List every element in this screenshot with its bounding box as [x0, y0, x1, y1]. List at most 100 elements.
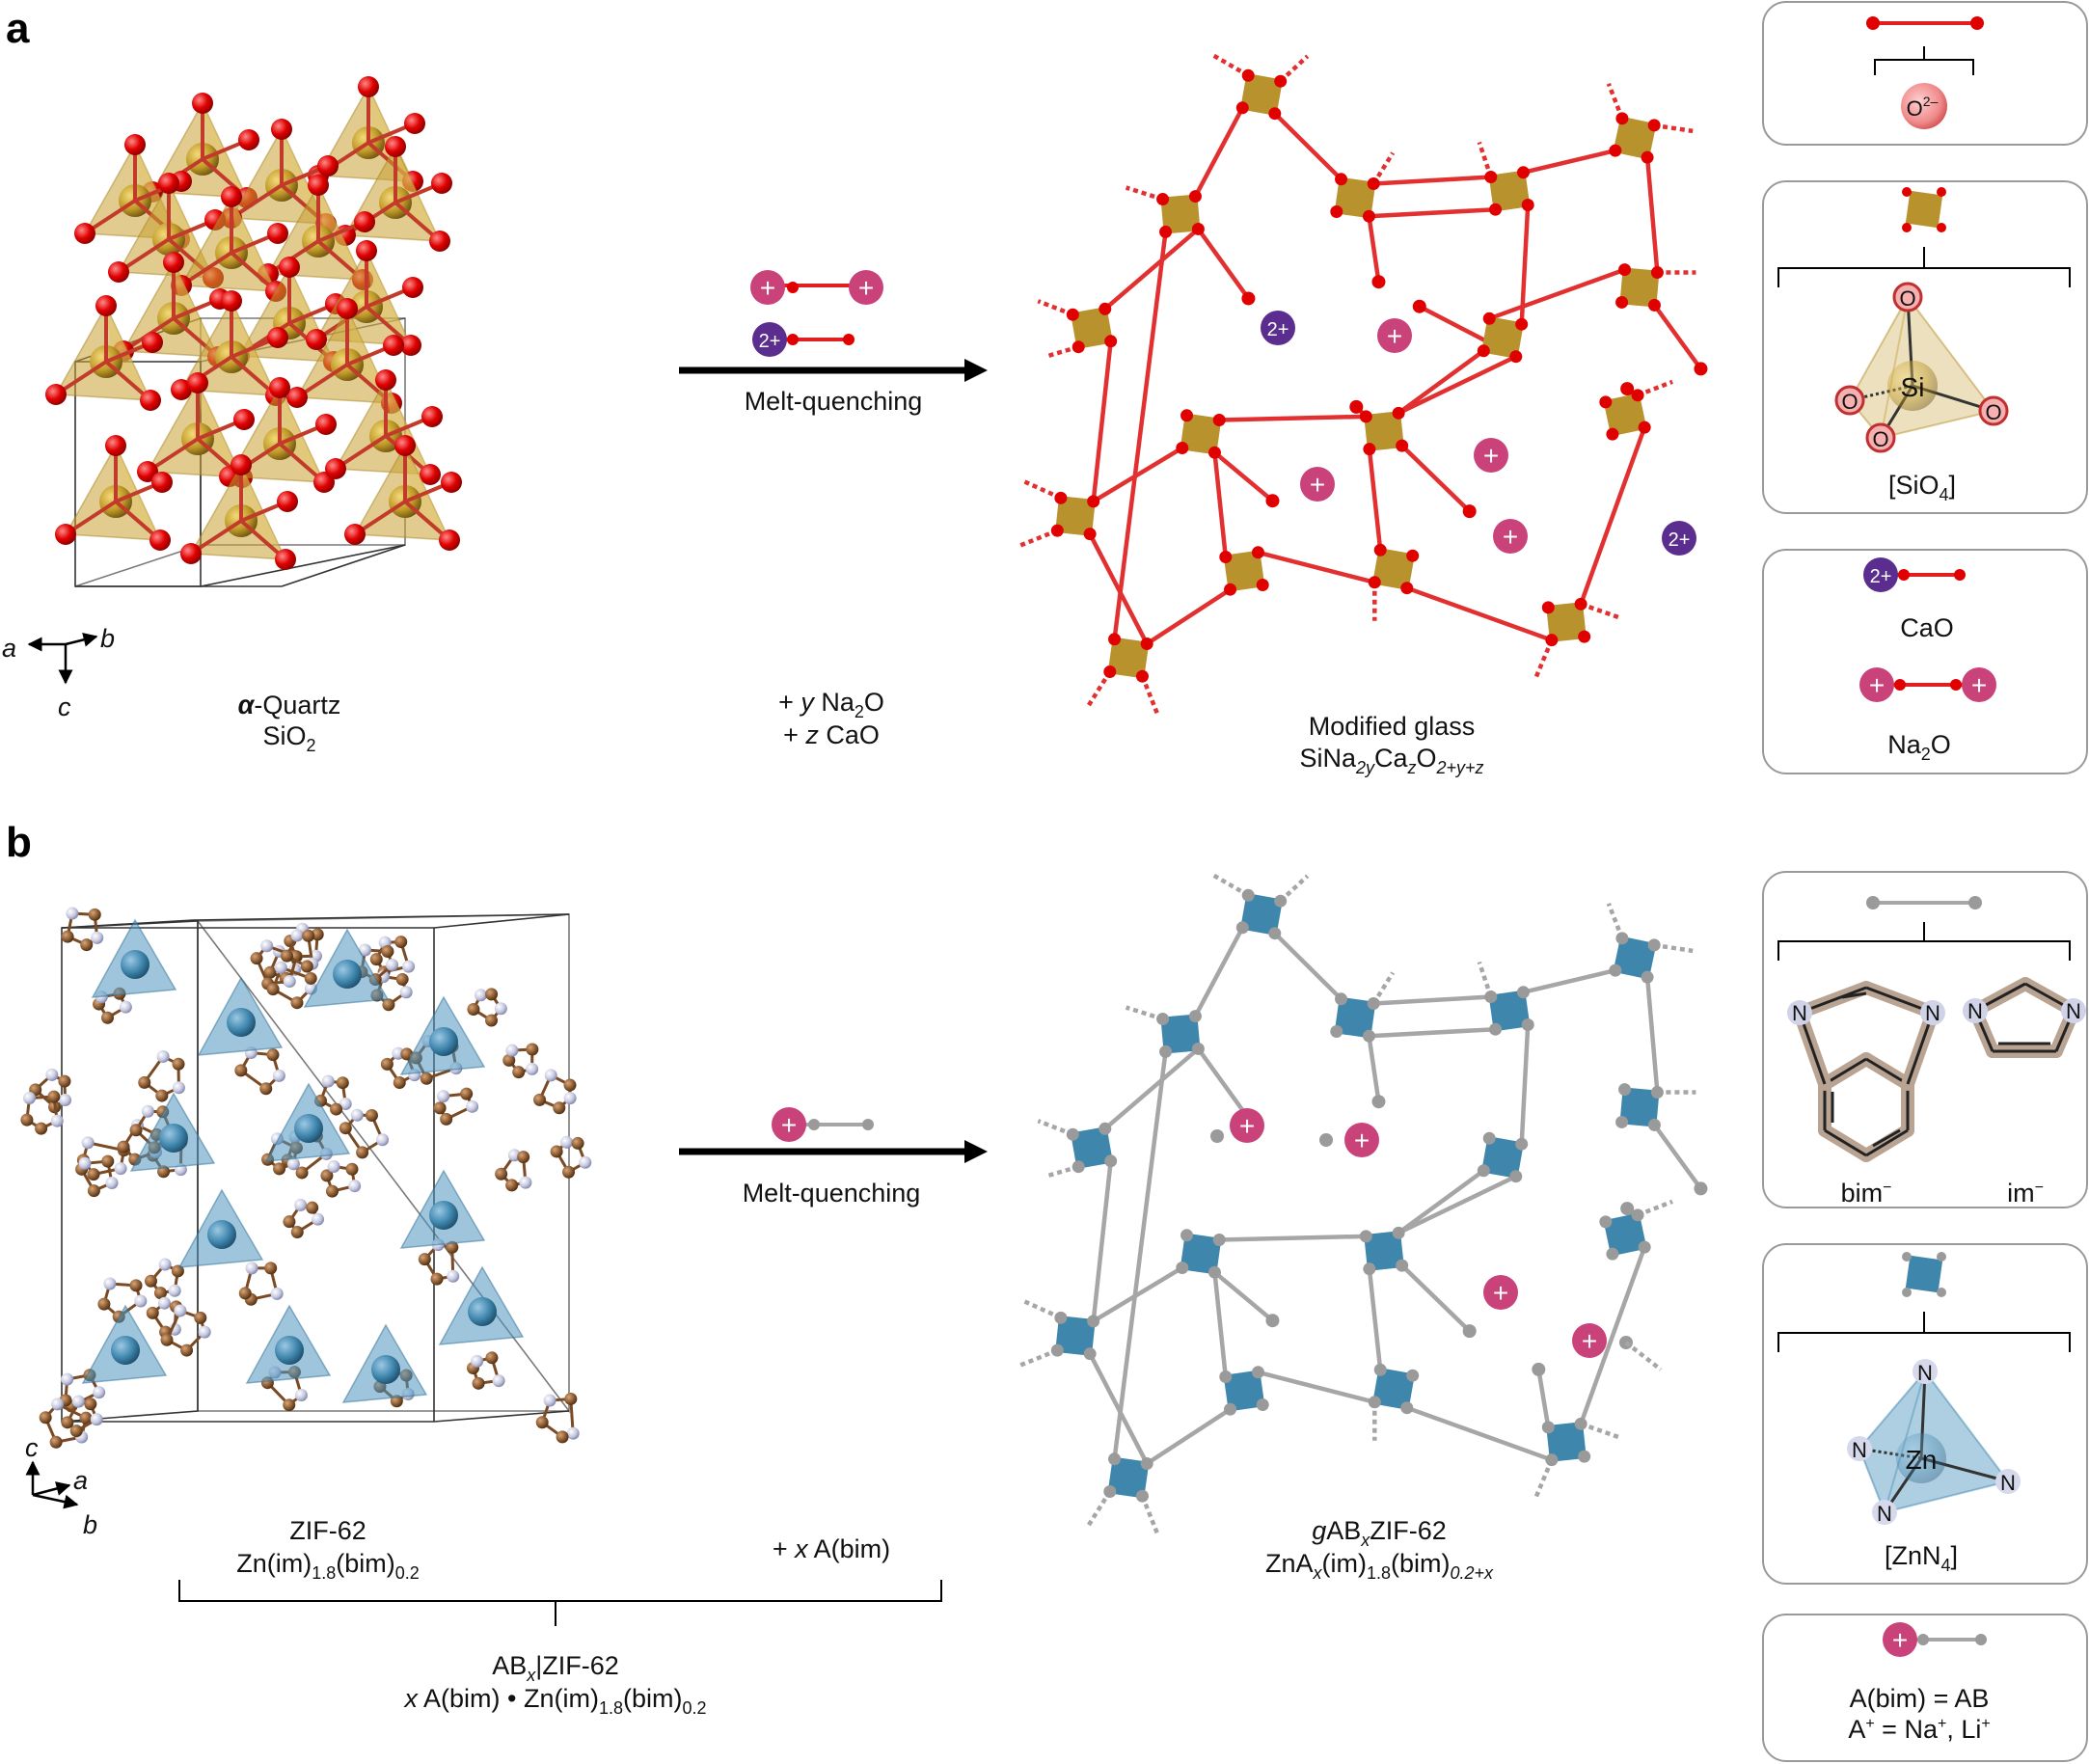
quartz-formula: SiO2 [262, 721, 315, 755]
terminal-bond [1652, 1124, 1703, 1190]
dangling-bond [1020, 1298, 1062, 1320]
network-node [1070, 306, 1114, 350]
nitrogen-label: N [2066, 999, 2081, 1023]
network-node [1239, 892, 1284, 936]
ion-charge: + [1310, 470, 1325, 500]
carbon-atom [87, 1168, 100, 1181]
bridging-atom [1066, 308, 1079, 321]
oxygen-atom [192, 93, 213, 114]
nitrogen-atom [286, 1157, 300, 1171]
axis-c-label: c [25, 1433, 39, 1462]
nitrogen-atom [2061, 998, 2086, 1023]
bridging-atom [1103, 665, 1117, 678]
carbon-atom [138, 1075, 151, 1089]
dangling-bond [1533, 638, 1554, 678]
bridging-atom [1180, 409, 1194, 422]
nitrogen-atom [466, 1099, 479, 1113]
bridging-atom [1207, 1265, 1221, 1279]
alkali-ion [1230, 1108, 1264, 1143]
legend-box-modifiers [1762, 549, 2088, 774]
quartz-name-text: -Quartz [254, 691, 340, 719]
terminal-bond [1400, 1263, 1472, 1333]
oxygen-atom [308, 175, 329, 196]
dangling-bond [1279, 54, 1310, 83]
bridging-atom [1103, 1484, 1117, 1498]
carbon-atom [533, 1093, 547, 1106]
nitrogen-atom [90, 1413, 103, 1426]
nitrogen-atom [437, 1090, 450, 1103]
nitrogen-atom [141, 1104, 154, 1118]
carbon-atom [526, 1043, 539, 1056]
nitrogen-atom [105, 1176, 119, 1189]
nitrogen-atom [157, 1296, 171, 1310]
ion-charge: 2+ [1668, 529, 1691, 551]
oxygen-atom [267, 327, 288, 348]
axis-b-label: b [100, 624, 115, 653]
dangling-bond [1279, 874, 1310, 903]
carbon-atom [365, 1108, 378, 1122]
zinc-atom [468, 1297, 497, 1326]
oxygen-atom [149, 529, 171, 551]
terminal-atom [1371, 275, 1386, 289]
linker-bond [1219, 414, 1367, 422]
double-bond [1872, 1128, 1901, 1148]
oxygen-atom [385, 136, 406, 157]
ring-bond [1798, 1012, 1827, 1085]
svg-text:2+: 2+ [759, 331, 781, 352]
carbon-atom [58, 1074, 71, 1088]
terminal-atom [1265, 494, 1280, 508]
carbon-atom [35, 1122, 48, 1135]
network-node [1239, 72, 1284, 117]
alkali-ion [1483, 1275, 1518, 1310]
dangling-bond [1210, 52, 1250, 78]
bridging-atom [1241, 888, 1255, 902]
carbon-atom [300, 960, 313, 973]
linker-bond [1088, 1352, 1150, 1465]
dangling-bond [1125, 185, 1164, 202]
bridging-atom [1099, 1122, 1112, 1135]
terminal-bond [1196, 228, 1251, 300]
bridging-atom [1087, 1315, 1100, 1328]
carbon-atom [495, 1167, 508, 1181]
nitrogen-atom [23, 1091, 37, 1104]
oxygen-atom [317, 155, 339, 176]
dangling-bond [1017, 1348, 1059, 1369]
carbon-atom [467, 1002, 480, 1016]
nitrogen-atom [471, 1354, 484, 1368]
linker-bond [1273, 932, 1343, 1001]
bridging-atom [1406, 1369, 1420, 1382]
svg-text:O: O [1841, 390, 1858, 414]
nitrogen-atom [294, 1198, 308, 1211]
composite-formula: x A(bim) • Zn(im)1.8(bim)0.2 [402, 1684, 706, 1718]
bridging-atom [1219, 551, 1233, 564]
carbon-atom [485, 1351, 499, 1365]
linker-bond [1406, 1405, 1553, 1462]
legend-a: O2– Si O O O O [SiO4] 2+ CaO [1762, 1, 2088, 774]
carbon-atom [336, 1076, 349, 1090]
svg-text:N: N [1877, 1502, 1892, 1526]
linker-bond [1091, 340, 1113, 502]
bridging-atom [1489, 203, 1503, 216]
bridging-atom [1477, 344, 1490, 358]
na-ion [1474, 438, 1508, 473]
carbon-atom [381, 944, 394, 958]
na-ion-icon [1859, 667, 1894, 702]
dangling-bond [1637, 379, 1673, 397]
melt-quenching-label-b: Melt-quenching [743, 1179, 921, 1208]
carbon-atom [505, 1179, 519, 1192]
carbon-atom [160, 1333, 174, 1346]
linker-bond [1397, 348, 1485, 416]
bridging-atom [1606, 427, 1619, 441]
terminal-atom [1319, 1133, 1333, 1147]
nitrogen-atom [350, 1108, 364, 1122]
bridging-atom [1135, 669, 1149, 683]
ion-charge: 2+ [1267, 319, 1289, 340]
ion-charge: + [1387, 321, 1402, 351]
dangling-bond [1371, 971, 1396, 1005]
oxygen-atom [45, 384, 67, 405]
znn4-caption: [ZnN4] [1885, 1541, 1958, 1575]
ring-bond [1824, 1057, 1867, 1086]
axes-indicator-b: c a b [25, 1433, 97, 1539]
nitrogen-atom [272, 1069, 285, 1082]
linker-bond [1373, 994, 1491, 1006]
